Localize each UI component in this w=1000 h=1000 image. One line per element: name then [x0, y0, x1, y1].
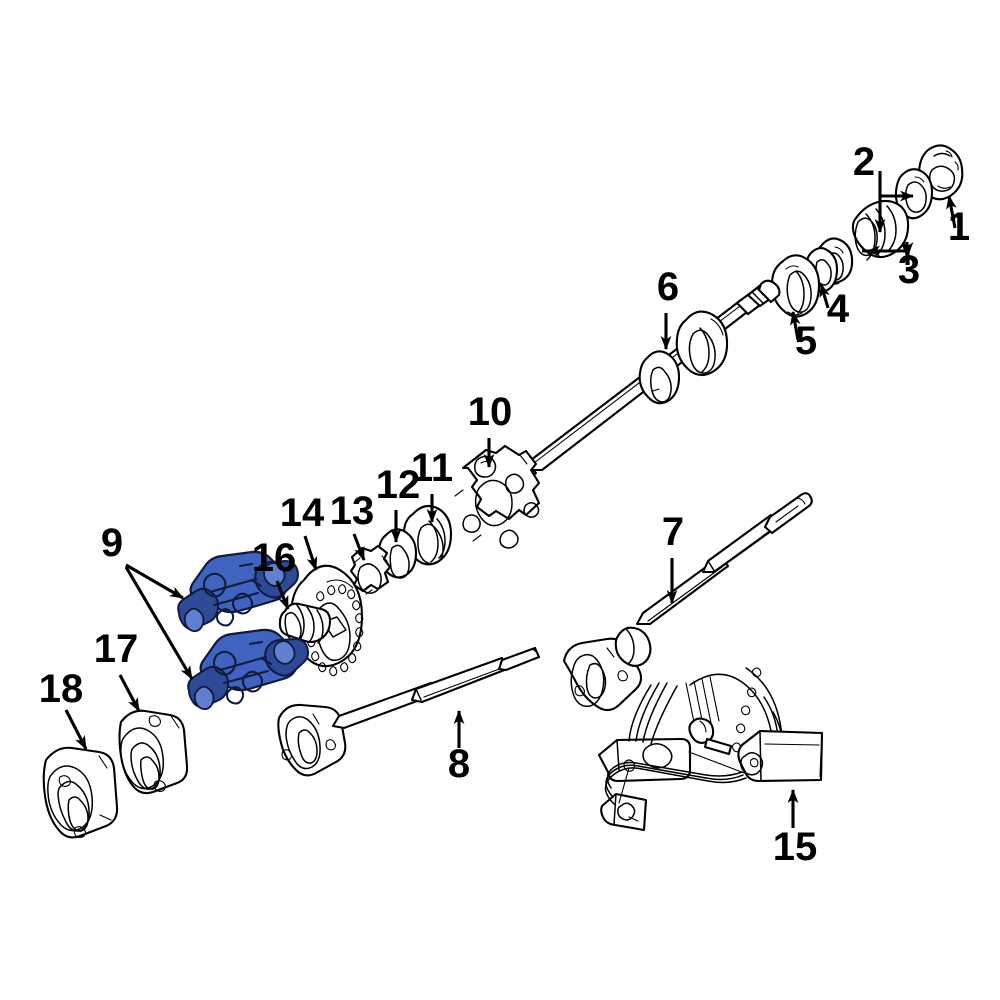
leader-14	[303, 535, 318, 571]
callout-label-1: 1	[948, 205, 970, 249]
part-17-column-bearing-housing	[118, 709, 189, 795]
callout-label-3: 3	[898, 248, 920, 292]
callout-label-2: 2	[853, 140, 875, 184]
callout-label-13: 13	[330, 489, 375, 533]
part-8-lower-steering-shaft	[277, 646, 541, 777]
leader-17	[118, 674, 141, 712]
callout-label-9: 9	[101, 521, 123, 565]
callout-label-18: 18	[39, 667, 84, 711]
part-6-shaft-collar-large	[675, 310, 729, 377]
part-6-shaft-collar-small	[638, 350, 681, 405]
leader-18	[64, 709, 88, 750]
leader-9-lower	[124, 566, 194, 680]
part-7-intermediate-steering-shaft	[562, 492, 813, 712]
leader-5	[789, 311, 801, 341]
callout-label-15: 15	[773, 825, 818, 869]
callout-label-11: 11	[411, 446, 453, 490]
part-10-column-lock-housing	[454, 444, 541, 549]
part-16-retaining-screw	[278, 602, 332, 644]
part-13-bushing	[349, 544, 392, 595]
callout-label-5: 5	[795, 319, 817, 363]
callout-label-10: 10	[468, 390, 513, 434]
callout-label-4: 4	[827, 287, 850, 331]
part-9-universal-joint-upper	[177, 550, 299, 633]
callout-label-8: 8	[448, 742, 470, 786]
part-15-wiring-harness-connector	[597, 667, 824, 832]
part-18-column-bearing-seal	[42, 746, 119, 839]
callout-label-6: 6	[657, 265, 679, 309]
callout-label-17: 17	[94, 627, 139, 671]
leader-16	[275, 580, 290, 610]
callout-label-12: 12	[376, 463, 421, 507]
callout-leaders	[64, 171, 957, 828]
callout-number-labels: 1 2 3 4 5 6 7 8 9 10 11 12 13 14 15 16 1…	[39, 140, 970, 869]
leader-1	[946, 195, 957, 229]
callout-label-7: 7	[662, 510, 684, 554]
callout-label-14: 14	[280, 491, 325, 535]
leader-13	[352, 533, 366, 561]
part-9-universal-joint-lower	[187, 628, 309, 711]
leader-4	[819, 283, 830, 309]
leader-9-upper	[125, 563, 184, 600]
part-6-steering-column-shaft	[516, 279, 781, 480]
part-5-upper-bearing	[770, 254, 821, 318]
callout-label-16: 16	[252, 536, 297, 580]
